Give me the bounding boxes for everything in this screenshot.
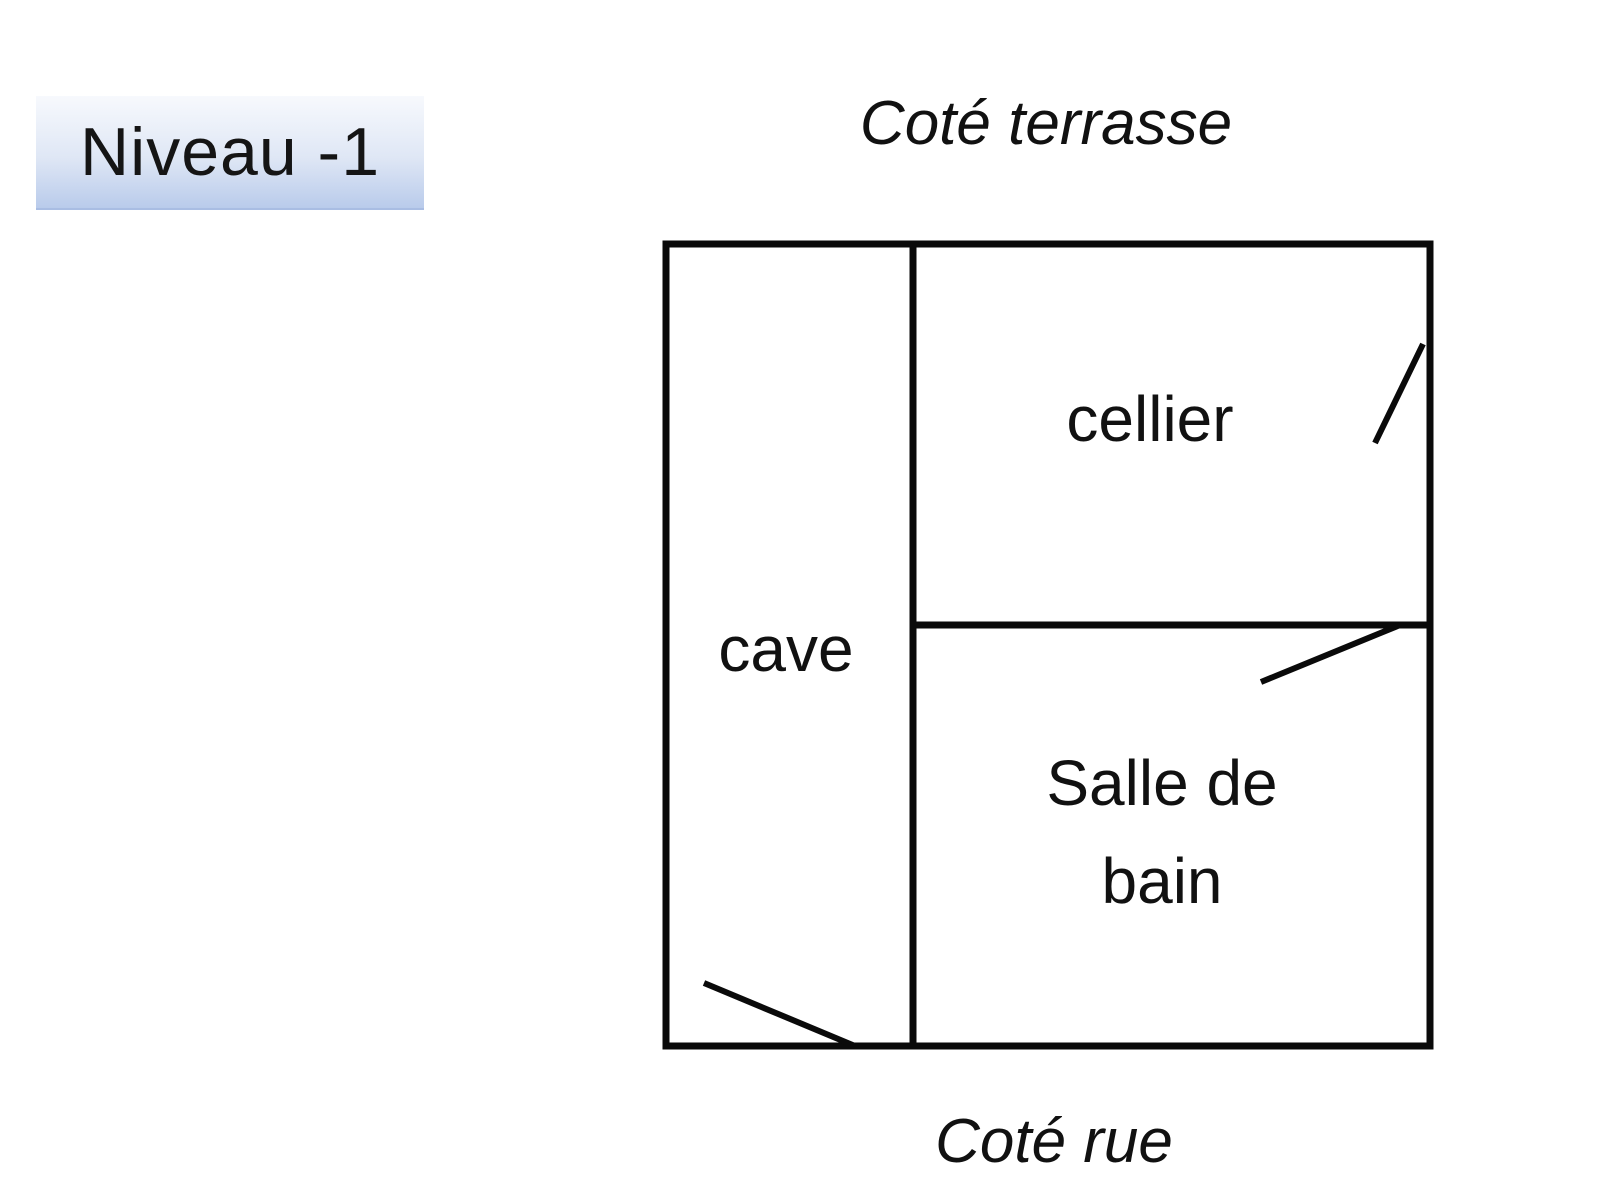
level-badge: Niveau -1 — [36, 96, 424, 210]
room-label-cellier: cellier — [1066, 383, 1234, 455]
orientation-bottom-label: Coté rue — [935, 1107, 1173, 1176]
door-cave — [702, 980, 857, 1049]
room-label-cave: cave — [718, 613, 854, 685]
level-title: Niveau -1 — [79, 114, 381, 190]
room-label-salle-de-bain: Salle de bain — [1046, 747, 1278, 917]
door-cellier — [1372, 342, 1426, 445]
outer-wall — [662, 240, 1434, 1050]
orientation-top-label: Coté terrasse — [859, 89, 1233, 158]
door-salle-de-bain — [1259, 622, 1402, 685]
